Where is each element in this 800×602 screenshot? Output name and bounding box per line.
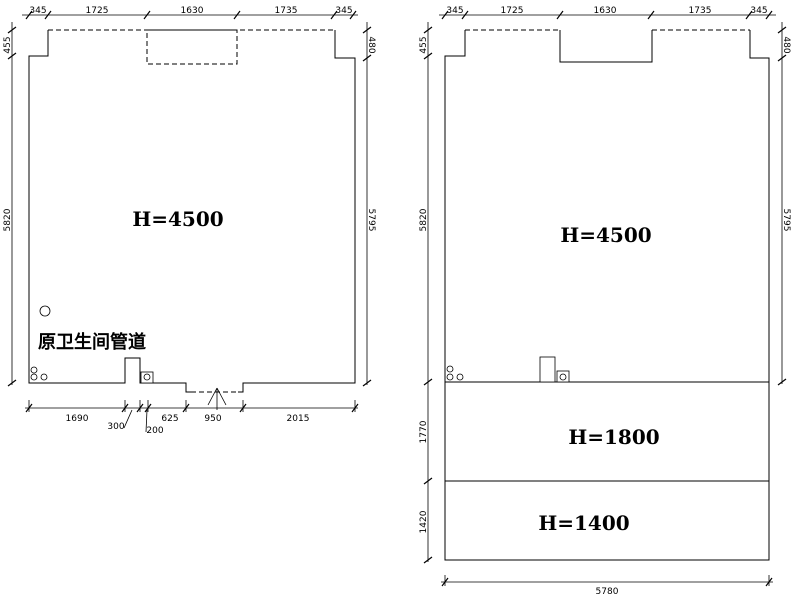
right-right-dimensions: 480 5795: [777, 22, 791, 386]
left-left-dim-2: 5820: [3, 208, 13, 231]
right-top-dim-4: 1735: [689, 6, 712, 16]
left-left-dim-1: 455: [3, 36, 13, 53]
left-bottom-dimensions: 1690 300 200 625 950 2015: [25, 400, 359, 436]
left-bottom-dim-5: 950: [204, 414, 221, 424]
right-height-label-lower: H=1400: [538, 511, 629, 535]
left-top-dimensions: 345 1725 1630 1735 345: [22, 6, 358, 20]
right-left-dim-1: 455: [419, 36, 429, 53]
right-pipes: [446, 356, 570, 383]
right-left-dim-2: 5820: [419, 208, 429, 231]
right-bottom-dimensions: 5780: [441, 575, 773, 597]
left-floor-plan: 345 1725 1630 1735 345 H=4500 原卫生间管道: [3, 6, 376, 436]
left-bottom-dim-6: 2015: [287, 414, 310, 424]
left-room-outline: [28, 30, 356, 393]
left-height-label: H=4500: [132, 207, 223, 231]
left-right-dim-1: 480: [366, 36, 376, 53]
left-bottom-dim-2: 300: [107, 422, 124, 432]
left-pipe-label: 原卫生间管道: [38, 331, 146, 353]
right-top-dim-3: 1630: [594, 6, 617, 16]
right-room-outline: [444, 30, 770, 561]
right-floor-plan: 345 1725 1630 1735 345 H=4500 H=1800 H=1…: [419, 6, 791, 597]
right-height-label-middle: H=1800: [568, 425, 659, 449]
left-top-dim-3: 1630: [181, 6, 204, 16]
right-top-dim-1: 345: [446, 6, 463, 16]
left-pipes: [30, 305, 154, 384]
left-top-dim-2: 1725: [86, 6, 109, 16]
left-right-dimensions: 480 5795: [362, 22, 376, 387]
right-top-dim-2: 1725: [501, 6, 524, 16]
left-top-dim-4: 1735: [275, 6, 298, 16]
right-right-dim-1: 480: [781, 36, 791, 53]
right-right-dim-2: 5795: [781, 209, 791, 232]
left-right-dim-2: 5795: [366, 209, 376, 232]
right-bottom-dim: 5780: [596, 587, 619, 597]
right-top-dim-5: 345: [750, 6, 767, 16]
right-left-dimensions: 455 5820 1770 1420: [419, 22, 433, 564]
left-top-dim-5: 345: [335, 6, 352, 16]
left-top-dim-1: 345: [29, 6, 46, 16]
right-left-dim-4: 1420: [419, 510, 429, 533]
left-bottom-dim-1: 1690: [66, 414, 89, 424]
left-bottom-dim-4: 625: [161, 414, 178, 424]
left-bottom-dim-3: 200: [146, 426, 163, 436]
left-left-dimensions: 455 5820: [3, 22, 17, 387]
right-left-dim-3: 1770: [419, 420, 429, 443]
right-height-label-upper: H=4500: [560, 223, 651, 247]
right-top-dimensions: 345 1725 1630 1735 345: [439, 6, 776, 20]
